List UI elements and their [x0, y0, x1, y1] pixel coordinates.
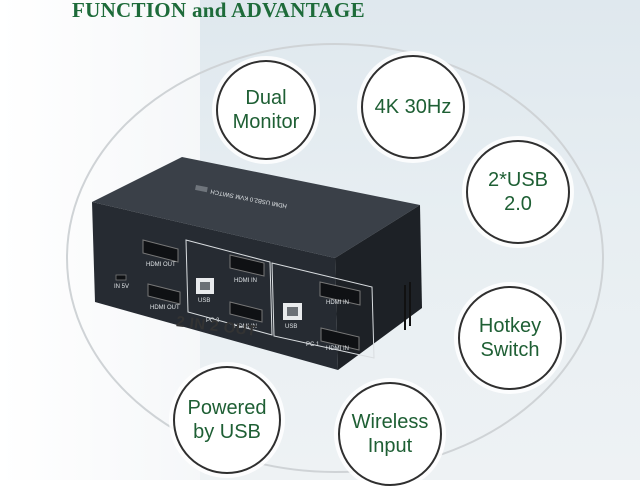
hotkey-line-1: Hotkey — [478, 314, 542, 337]
usb-line-1: 2*USB — [487, 168, 549, 191]
feature-4k-30hz: 4K 30Hz — [361, 55, 465, 159]
usb-label-pc1: USB — [285, 324, 298, 330]
hdmi-in-label-pc1-bottom: HDMI IN — [326, 346, 349, 352]
pc1-label: PC 1 — [306, 342, 320, 348]
hdmi-out-label-2: HDMI OUT — [150, 305, 180, 311]
hdmi-in-label-pc2-bottom: HDMI IN — [234, 324, 257, 330]
page-heading: FUNCTION and ADVANTAGE — [72, 0, 365, 22]
res-4k-line-1: 4K 30Hz — [374, 95, 452, 118]
hdmi-in-label-pc1-top: HDMI IN — [326, 300, 349, 306]
dual-monitor-line-1: Dual — [245, 86, 287, 109]
usb-line-2: 2.0 — [504, 193, 532, 215]
wireless-line-2: Input — [367, 435, 413, 457]
powered-line-1: Powered — [187, 396, 267, 419]
wireless-line-1: Wireless — [351, 410, 429, 433]
in-5v-label: IN 5V — [114, 284, 130, 290]
dual-monitor-line-2: Monitor — [232, 111, 300, 133]
hdmi-in-label-pc2-top: HDMI IN — [234, 278, 257, 284]
hdmi-out-label-1: HDMI OUT — [146, 262, 176, 268]
pc2-label: PC 2 — [206, 318, 220, 324]
hotkey-line-2: Switch — [480, 339, 540, 361]
usb-label-pc2: USB — [198, 298, 211, 304]
powered-line-2: by USB — [193, 421, 261, 443]
